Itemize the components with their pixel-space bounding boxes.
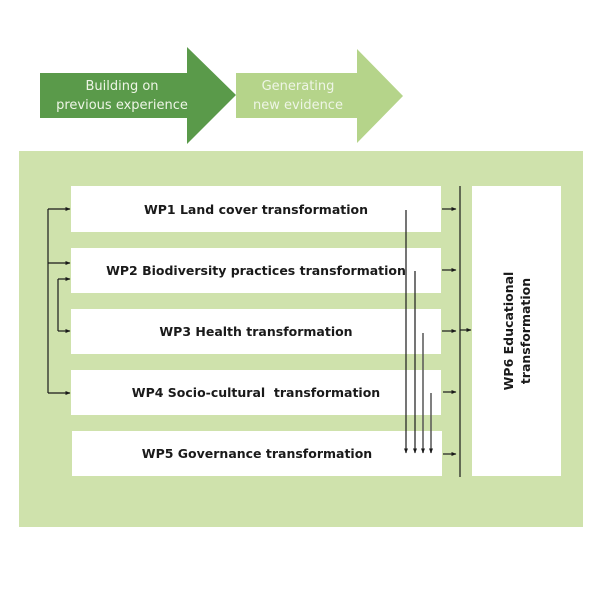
wp2-label: WP2 Biodiversity practices transformatio… (106, 263, 406, 278)
wp1-box: WP1 Land cover transformation (71, 186, 441, 232)
wp5-box: WP5 Governance transformation (72, 431, 442, 476)
arrow-generating-evidence (236, 49, 403, 143)
left-inner-bracket (57, 277, 71, 333)
arrow-generating-line1: Generating (261, 79, 335, 94)
wp2-box: WP2 Biodiversity practices transformatio… (71, 248, 441, 293)
wp4-box: WP4 Socio-cultural transformation (71, 370, 441, 415)
wp1-label: WP1 Land cover transformation (143, 201, 369, 217)
arrow-generating-line2: new evidence (253, 98, 343, 113)
wp5-label: WP5 Governance transformation (141, 446, 373, 461)
arrow-generating-label: Generating new evidence (238, 77, 358, 115)
wp6-box: WP6 Educational transformation (472, 186, 561, 476)
wp3-label: WP3 Health transformation (159, 324, 353, 339)
arrow-building-line1: Building on (85, 79, 159, 94)
wp3-box: WP3 Health transformation (71, 309, 441, 354)
wp4-label: WP4 Socio-cultural transformation (131, 385, 381, 400)
arrow-building-label: Building on previous experience (52, 77, 192, 115)
left-outer-bracket (47, 207, 71, 395)
arrow-building-experience (40, 47, 236, 144)
right-arrows (442, 186, 472, 477)
arrow-building-line2: previous experience (56, 98, 188, 113)
process-arrows (40, 47, 403, 144)
downward-arrows (404, 210, 433, 454)
